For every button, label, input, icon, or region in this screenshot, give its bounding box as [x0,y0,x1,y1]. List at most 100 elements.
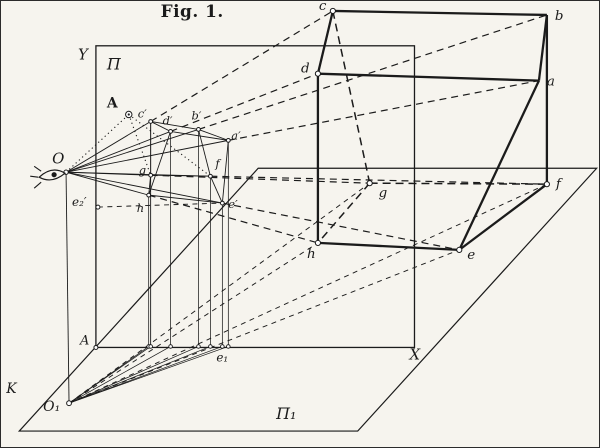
edge-O-hp [65,171,149,196]
edge-fp-f [210,175,547,185]
label-eye-o: O [52,149,64,167]
point-label-f: f [555,177,563,192]
edge-bp-fp [198,129,211,177]
point-label-g: g [379,186,388,201]
label-a-principal: A [106,96,118,112]
edge-O-gp [66,171,151,176]
edge-O-dp [65,130,171,173]
point-gp [148,172,154,178]
eye-pupil-icon [51,172,57,178]
edge-O1-foot [68,346,171,404]
edge-g-h [317,182,371,244]
point-bp [196,127,201,132]
point-label-a: a [547,75,555,90]
point-f [543,181,550,188]
foot-point [226,344,231,349]
point-cp [148,119,154,124]
point-h [314,239,322,247]
point-label-cp: c′ [138,106,147,120]
label-foot-e1: e₁ [216,350,228,364]
point-label-h: h [307,247,316,262]
edge-cp-bp [150,121,199,130]
edge-O1-f [68,183,548,404]
label-eye-foot-o1: O₁ [43,399,60,415]
label-x-axis: X [409,345,422,363]
edge-bp-b [198,14,548,130]
edge-O-cp [65,121,151,173]
edge-O-O1 [65,172,70,404]
edge-dp-cp [150,121,171,132]
edge-c-g [332,10,371,184]
ground-plane [17,167,599,432]
picture-plane [95,45,416,349]
edge-f-e [458,183,548,251]
edge-ep-hp [148,194,223,204]
edge-ep-e [222,202,460,251]
edge-e2-ep [97,202,223,208]
edge-O1-foot [68,346,211,404]
figure-title: Fig. 1. [161,1,224,21]
edge-O-ep [65,171,223,204]
point-label-bp: b′ [191,108,201,122]
point-c [329,7,336,15]
label-k-corner: K [5,381,18,397]
edge-O1-g [68,182,370,404]
edge-O1-foot [68,346,151,404]
point-label-ap: a′ [231,128,241,142]
point-label-d: d [301,62,310,77]
point-ep [219,200,225,206]
point-e [456,246,463,253]
foot-point [208,344,213,349]
point-label-e: e [467,248,475,263]
point-fp [208,173,213,179]
edge-a-e [458,80,540,251]
foot-point [148,344,153,349]
point-XA [93,344,99,350]
point-label-fp: f [214,156,221,170]
edge-fp-ep [209,176,223,204]
edge-gp-g [150,174,370,184]
edge-O-ap [65,139,229,173]
point-label-hp: h [137,201,144,215]
edge-gp-fp [150,174,211,177]
point-label-ep: e′ [228,197,238,211]
label-point-e2: e₂′ [72,195,87,209]
edge-ap-ep [221,140,229,204]
label-plane-pi: Π [106,55,122,74]
edge-O1-foot [68,346,229,404]
edge-O1-h [68,242,319,404]
point-hp [146,192,152,198]
edge-g-f [369,182,547,185]
edge-dp-d [170,73,319,132]
foot-point [168,344,173,349]
label-plane-pi1: Π₁ [275,404,296,423]
point-dp [168,129,173,134]
edge-c-b [332,9,547,17]
edge-hp-h [148,194,319,244]
edge-O-bp [65,128,199,173]
foot-point [220,344,225,349]
point-label-c: c [319,1,327,14]
point-e2 [95,204,101,210]
edge-d-c [316,10,334,74]
point-label-dp: d′ [163,113,173,127]
edge-e-h [317,241,460,252]
edge-bp-ap [198,129,229,141]
label-axis-a: A [79,333,89,348]
point-ap [225,137,231,143]
edge-ap-a [228,80,540,141]
edge-O-A [65,114,130,173]
foot-point [196,344,201,349]
eye-icon [30,165,67,189]
point-A-dot [127,113,130,116]
point-O1 [66,400,72,407]
point-label-b: b [555,9,564,24]
edge-dp-hp [148,131,172,196]
edge-a-d [317,72,539,82]
edge-O1-e [68,249,460,404]
point-d [314,70,322,77]
label-y-axis: Y [78,46,90,64]
